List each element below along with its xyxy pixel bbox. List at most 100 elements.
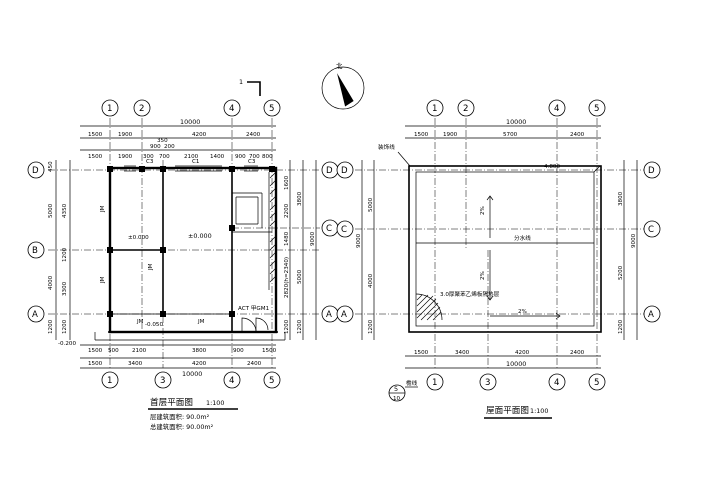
- rp-dim-left-0: 5000: [368, 197, 374, 212]
- gp-dim-left-i-0: 4350: [62, 203, 68, 218]
- gp-axis-right-a: A: [326, 310, 332, 320]
- rp-axis-top-4: 4: [554, 104, 559, 114]
- gp-axis-left-a: A: [32, 310, 38, 320]
- rp-axis-left-d: D: [341, 166, 348, 176]
- north-label: 北: [336, 62, 343, 70]
- section-mark: 1: [239, 78, 261, 96]
- window-label-c1: C1: [192, 159, 200, 165]
- gp-dim-top-r2-3: 700: [159, 154, 170, 160]
- gp-dim-bot-r2-1: 3400: [128, 361, 143, 367]
- gp-dim-top-r2-0: 1500: [88, 154, 103, 160]
- gp-dim-bot-r2-0: 1500: [88, 361, 103, 367]
- rp-dim-bot-0: 1500: [414, 350, 429, 356]
- rp-dim-top-2: 5700: [503, 132, 518, 138]
- detail-callout: 5 10 檐线: [388, 379, 418, 402]
- gp-axis-top-2: 2: [139, 104, 144, 114]
- rp-axis-left-a: A: [341, 310, 347, 320]
- rp-dim-left-1: 4000: [368, 273, 374, 288]
- rp-dim-top-3: 2400: [570, 132, 585, 138]
- rp-dim-right-1: 5200: [618, 265, 624, 280]
- gp-dim-left-o-1: 5000: [48, 203, 54, 218]
- window-label-c3-right: C3: [248, 159, 256, 165]
- entry-door: [241, 317, 269, 333]
- rp-dim-right-2: 1200: [618, 319, 624, 334]
- rp-axis-left-c: C: [341, 225, 347, 235]
- beam-label-3: JM: [148, 263, 154, 271]
- rp-axis-right-d: D: [648, 166, 655, 176]
- rp-axis-right-c: C: [648, 225, 654, 235]
- gp-axis-bot-4: 4: [229, 376, 234, 386]
- door-label: ACT 甲GM1: [238, 305, 270, 312]
- rp-axis-top-5: 5: [594, 104, 599, 114]
- window-openings: [124, 165, 258, 172]
- gp-scale: 1:100: [206, 399, 224, 407]
- ground-floor-plan: C3 C1 C3 JM JM JM JM JM ±0.000 ±0.000 -0…: [27, 99, 339, 431]
- gp-title: 首层平面图: [150, 396, 193, 408]
- level-mark-1: ±0.000: [128, 235, 149, 241]
- rp-note-slope-2: 2%: [480, 271, 486, 280]
- gp-dim-right-i-4: 1200: [284, 319, 290, 334]
- gp-dim-top-r1b-0: 350: [157, 138, 168, 144]
- gp-area-line-1: 层建筑面积: 90.0m²: [150, 412, 210, 421]
- gp-dim-bot-r2-3: 2400: [247, 361, 262, 367]
- rp-detail-note: 檐线: [406, 379, 418, 387]
- rp-dim-bot-2: 4200: [515, 350, 530, 356]
- rp-dim-top-total: 10000: [506, 118, 526, 126]
- gp-axis-left-b: B: [32, 246, 38, 256]
- section-mark-label: 1: [239, 78, 243, 86]
- gp-axis-bot-1: 1: [107, 376, 112, 386]
- gp-dim-right-o-0: 3800: [297, 191, 303, 206]
- gp-axis-bot-5: 5: [269, 376, 274, 386]
- north-arrow: 北: [321, 62, 365, 110]
- gp-dim-right-i-3: 2820(h=2340): [284, 257, 290, 298]
- gp-dim-left-o-0: 450: [48, 161, 54, 172]
- gp-dim-top-r1b-2: 200: [164, 144, 175, 150]
- gp-dim-left-i-1: 1200: [62, 247, 68, 262]
- rp-scale: 1:100: [530, 407, 548, 415]
- rp-dim-top-1: 1900: [443, 132, 458, 138]
- roof-plan: 装饰线 4.800 分水线 2% 2% 2% 3.0厚聚苯乙烯板隔热层 1000…: [336, 99, 661, 419]
- rp-dim-bot-1: 3400: [455, 350, 470, 356]
- gp-axis-right-c: C: [326, 224, 332, 234]
- rp-axis-bot-3: 3: [485, 378, 490, 388]
- rp-axis-bot-4: 4: [554, 378, 559, 388]
- stair-hatch: [268, 171, 277, 290]
- rp-note-level: 4.800: [544, 164, 560, 170]
- gp-axis-bot-3: 3: [160, 376, 165, 386]
- rp-dim-bot-total: 10000: [506, 360, 526, 368]
- gp-axis-left-d: D: [32, 166, 39, 176]
- gp-axis-top-4: 4: [229, 104, 234, 114]
- gp-dim-top-r2-8: 800: [262, 154, 273, 160]
- gp-area-line-2: 总建筑面积: 90.00m²: [150, 422, 214, 431]
- gp-dim-bot-r1-1: 500: [108, 348, 119, 354]
- beam-label-1: JM: [100, 205, 106, 213]
- gp-axis-top-5: 5: [269, 104, 274, 114]
- gp-dim-right-o-1: 5000: [297, 269, 303, 284]
- gp-dim-left-o-3: 1200: [48, 319, 54, 334]
- rp-detail-mark: 5: [394, 385, 398, 393]
- gp-dim-right-total: 9000: [310, 231, 316, 246]
- gp-dim-top-r1-3: 2400: [246, 132, 261, 138]
- gp-dim-top-r2-4: 2100: [184, 154, 199, 160]
- rp-axis-right-a: A: [648, 310, 654, 320]
- gp-dim-left-o-2: 4000: [48, 275, 54, 290]
- gp-dim-right-i-2: 1480: [284, 231, 290, 246]
- gp-dim-bot-r1-2: 2100: [132, 348, 147, 354]
- rp-title: 屋面平面图: [486, 405, 529, 416]
- gp-dim-bot-total: 10000: [182, 370, 202, 378]
- rp-axis-top-2: 2: [463, 104, 468, 114]
- corner-hatch: [415, 293, 443, 321]
- rp-note-slope-3: 2%: [518, 309, 527, 315]
- gp-dim-top-r1b-1: 900: [150, 144, 161, 150]
- gp-dim-top-r2-5: 1400: [210, 154, 225, 160]
- rp-dim-top-0: 1500: [414, 132, 429, 138]
- gp-dim-top-r1-0: 1500: [88, 132, 103, 138]
- rp-axis-top-1: 1: [432, 104, 437, 114]
- window-label-c3-left: C3: [146, 159, 154, 165]
- gp-dim-top-r2-6: 900: [235, 154, 246, 160]
- gp-axis-right-d: D: [326, 166, 333, 176]
- rp-dim-left-total: 9000: [356, 233, 362, 248]
- gp-dim-bot-r1-5: 1500: [262, 348, 277, 354]
- rp-note-insulation: 3.0厚聚苯乙烯板隔热层: [440, 290, 500, 298]
